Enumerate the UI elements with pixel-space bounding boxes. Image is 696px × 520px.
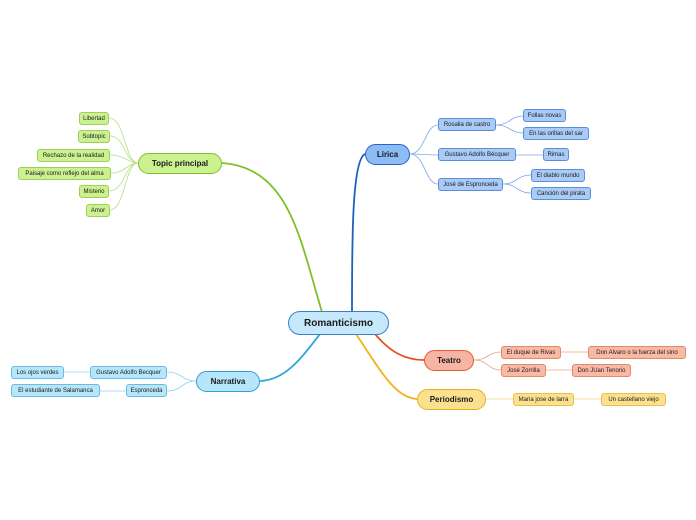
main-topic-topic-principal[interactable]: Topic principal xyxy=(138,153,222,174)
subtopic-espronceda[interactable]: Espronceda xyxy=(126,384,167,397)
subtopic-rosalia-de-castro[interactable]: Rosalia de castro xyxy=(438,118,496,131)
main-topic-teatro[interactable]: Teatro xyxy=(424,350,474,371)
subtopic-en-las-orillas-del-sar[interactable]: En las orillas del sar xyxy=(523,127,589,140)
connectors-topic-children xyxy=(108,117,139,211)
subtopic-amor[interactable]: Amor xyxy=(86,204,110,217)
connector-teatro xyxy=(374,333,425,361)
main-topic-lirica[interactable]: Lirica xyxy=(365,144,410,165)
connectors-teatro-children xyxy=(473,351,588,371)
subtopic-libertad[interactable]: Libertad xyxy=(79,112,109,125)
subtopic-subtopic[interactable]: Subtopic xyxy=(78,130,110,143)
subtopic-maria-jose-de-larra[interactable]: Maria jose de larra xyxy=(513,393,574,406)
subtopic-follas-novas[interactable]: Follas novas xyxy=(523,109,566,122)
subtopic-el-duque-de-rivas[interactable]: El duque de Rivas xyxy=(501,346,561,359)
subtopic-gustavo-adolfo-becquer-lirica[interactable]: Gustavo Adolfo Bécquer xyxy=(438,148,516,161)
subtopic-cancion-del-pirata[interactable]: Canción del pirata xyxy=(531,187,591,200)
subtopic-el-estudiante-de-salamanca[interactable]: El estudiante de Salamanca xyxy=(11,384,100,397)
subtopic-paisaje-reflejo-alma[interactable]: Paisaje como reflejo del alma xyxy=(18,167,111,180)
subtopic-el-diablo-mundo[interactable]: El diablo mundo xyxy=(531,169,585,182)
main-topic-narrativa[interactable]: Narrativa xyxy=(196,371,260,392)
subtopic-rimas[interactable]: Rimas xyxy=(543,148,569,161)
subtopic-los-ojos-verdes[interactable]: Los ojos verdes xyxy=(11,366,64,379)
subtopic-gustavo-adolfo-becquer-narrativa[interactable]: Gustavo Adolfo Becquer xyxy=(90,366,167,379)
connectors-narrativa-children xyxy=(64,371,197,392)
subtopic-don-juan-tenorio[interactable]: Don JUan Tenorio xyxy=(572,364,631,377)
subtopic-un-castellano-viejo[interactable]: Un castellano viejo xyxy=(601,393,666,406)
connector-periodismo xyxy=(355,333,418,400)
central-topic-romanticismo[interactable]: Romanticismo xyxy=(288,311,389,335)
connector-topic-principal xyxy=(221,162,323,313)
subtopic-jose-zorrilla[interactable]: José Zorrilla xyxy=(501,364,546,377)
connector-narrativa xyxy=(259,333,321,382)
subtopic-misterio[interactable]: Misterio xyxy=(79,185,109,198)
connector-lirica xyxy=(351,153,366,313)
subtopic-jose-de-espronceda[interactable]: José de Espronceda xyxy=(438,178,503,191)
connectors-lirica-children xyxy=(409,115,543,194)
subtopic-don-alvaro[interactable]: Don Alvaro o la fuerza del sino xyxy=(588,346,686,359)
main-topic-periodismo[interactable]: Periodismo xyxy=(417,389,486,410)
subtopic-rechazo-realidad[interactable]: Rechazo de la realidad xyxy=(37,149,110,162)
